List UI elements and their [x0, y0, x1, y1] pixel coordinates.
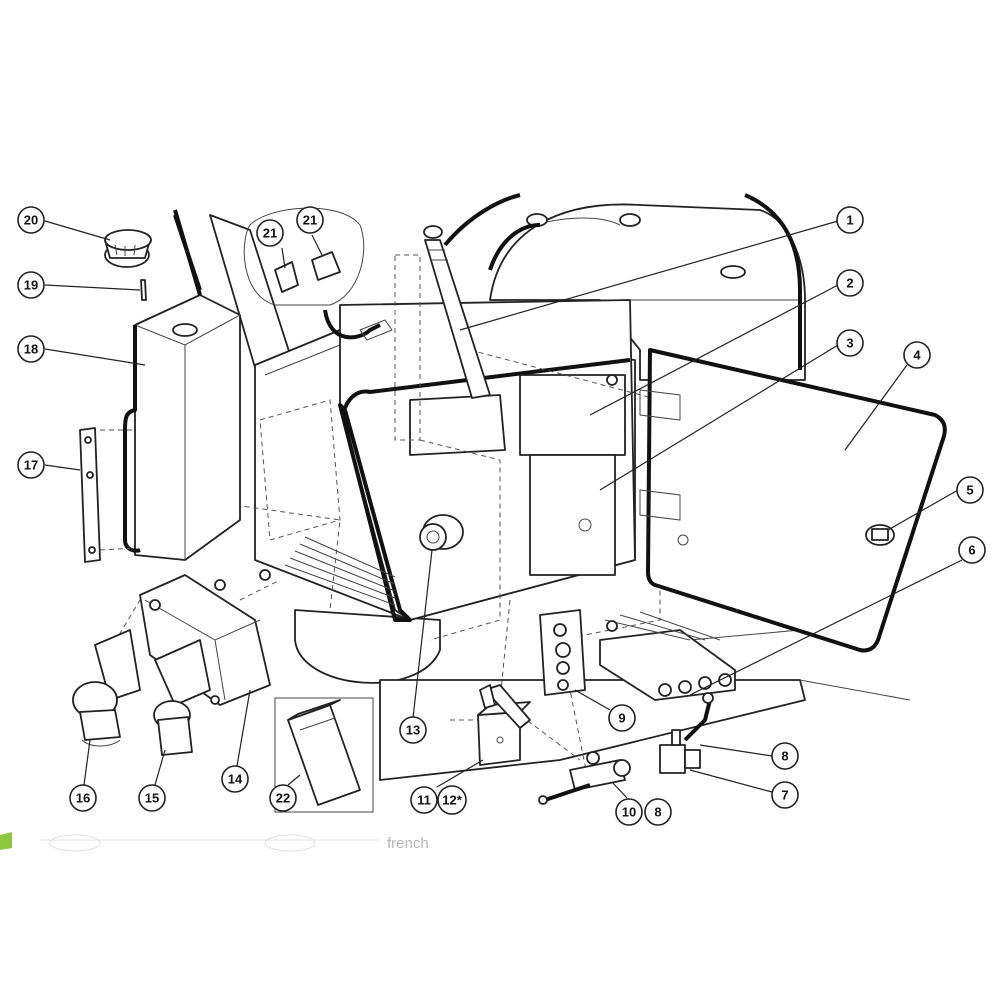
vent-grille [284, 536, 396, 606]
callout-12: 12* [437, 785, 467, 815]
enclosure-inset-22 [274, 697, 374, 813]
svg-text:21: 21 [303, 213, 317, 228]
footer-band: french [0, 832, 429, 852]
door-lock [865, 524, 895, 546]
plug-15 [153, 639, 211, 756]
svg-text:13: 13 [406, 723, 420, 738]
socket-housing-14 [109, 569, 281, 706]
ball-valve-right [659, 692, 714, 774]
callout-14: 14 [221, 765, 249, 793]
callout-13: 13 [399, 716, 427, 744]
plug-16 [72, 629, 141, 747]
svg-text:7: 7 [781, 788, 788, 803]
callout-18: 18 [17, 335, 45, 363]
callout-6: 6 [958, 536, 986, 564]
hand-pump [477, 684, 531, 766]
rail-strip-17 [79, 427, 136, 563]
callout-9: 9 [608, 704, 636, 732]
valve-manifold [599, 611, 736, 701]
control-panel-9 [539, 609, 586, 696]
svg-text:18: 18 [24, 342, 38, 357]
ball-valve-left [538, 751, 631, 805]
callout-8-upper: 8 [771, 742, 799, 770]
callout-3: 3 [836, 329, 864, 357]
side-cabinet-18 [123, 209, 241, 561]
svg-text:22: 22 [276, 791, 290, 806]
svg-text:8: 8 [781, 749, 788, 764]
svg-text:15: 15 [145, 791, 159, 806]
cover-door [639, 348, 947, 653]
callout-19: 19 [17, 271, 45, 299]
svg-text:5: 5 [966, 483, 973, 498]
svg-text:2: 2 [846, 276, 853, 291]
handle-rod [423, 225, 491, 399]
electrical-enclosure [199, 254, 661, 791]
callout-7: 7 [771, 781, 799, 809]
connector-inset-21 [243, 207, 365, 306]
callout-1: 1 [836, 206, 864, 234]
footer-language-text: french [387, 835, 429, 852]
cap-20 [104, 229, 152, 268]
svg-text:8: 8 [654, 805, 661, 820]
svg-text:9: 9 [618, 711, 625, 726]
svg-text:20: 20 [24, 213, 38, 228]
socket-13 [419, 514, 464, 551]
svg-text:1: 1 [846, 213, 853, 228]
callout-4: 4 [903, 341, 931, 369]
svg-text:4: 4 [913, 348, 921, 363]
svg-text:17: 17 [24, 458, 38, 473]
relay-box-2 [519, 374, 626, 456]
svg-text:16: 16 [76, 791, 90, 806]
callout-5: 5 [956, 476, 984, 504]
svg-text:21: 21 [263, 226, 277, 241]
callout-22: 22 [269, 784, 297, 812]
transformer-box-3 [529, 454, 616, 576]
svg-text:6: 6 [968, 543, 975, 558]
callout-8-lower: 8 [644, 798, 672, 826]
callout-11: 11 [410, 786, 438, 814]
svg-text:3: 3 [846, 336, 853, 351]
svg-text:19: 19 [24, 278, 38, 293]
callout-20: 20 [17, 206, 45, 234]
svg-text:11: 11 [417, 793, 431, 808]
callout-16: 16 [69, 784, 97, 812]
svg-text:12*: 12* [442, 793, 462, 808]
callout-2: 2 [836, 269, 864, 297]
callout-17: 17 [17, 451, 45, 479]
svg-text:14: 14 [228, 772, 243, 787]
leader-lines [44, 220, 963, 799]
callout-21-left: 21 [256, 219, 284, 247]
callout-21-right: 21 [296, 206, 324, 234]
svg-text:10: 10 [622, 805, 636, 820]
callout-10: 10 [615, 798, 643, 826]
callout-15: 15 [138, 784, 166, 812]
rod-19 [140, 279, 147, 301]
